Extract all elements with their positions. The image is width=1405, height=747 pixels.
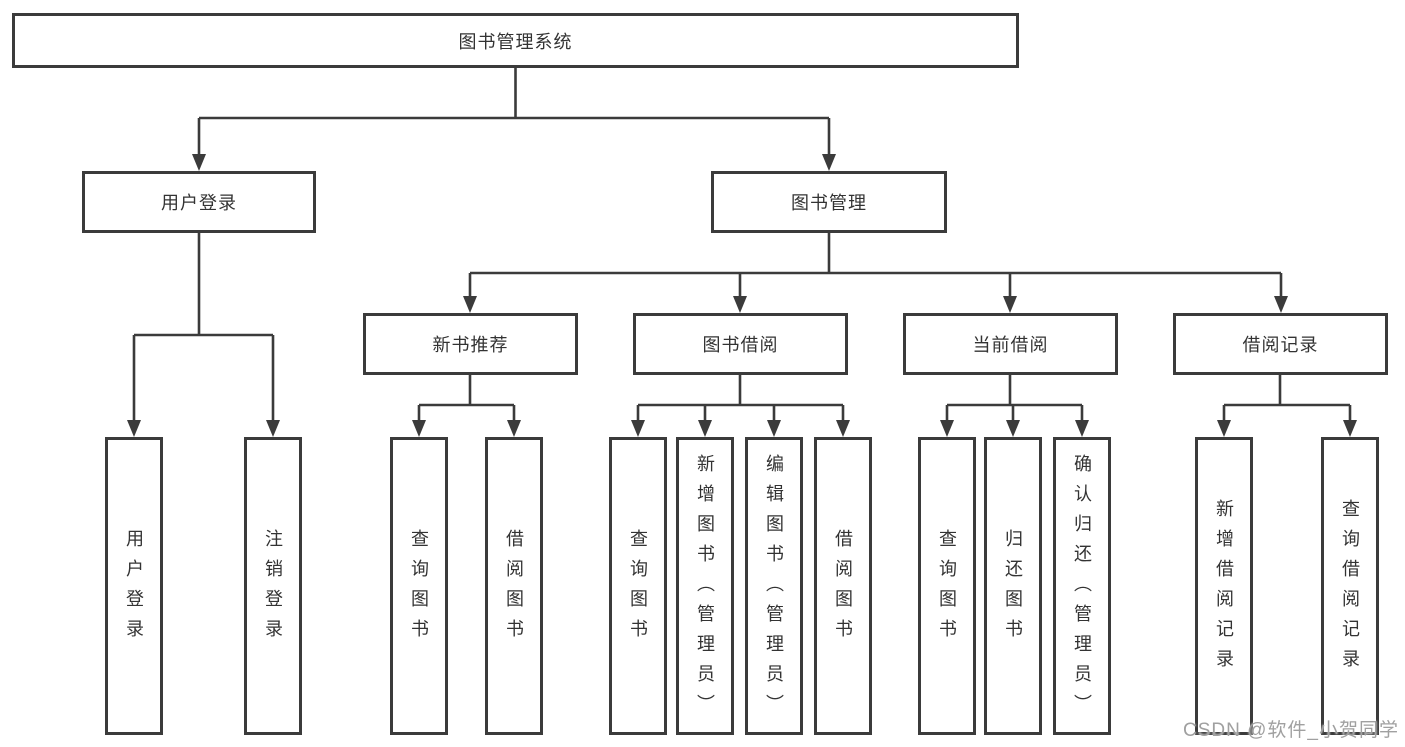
node-new-book-recommend: 新书推荐 <box>363 313 578 375</box>
leaf-query-books-current: 查询图书 <box>918 437 976 735</box>
node-current-borrow: 当前借阅 <box>903 313 1118 375</box>
node-user-login: 用户登录 <box>82 171 316 233</box>
node-root-system: 图书管理系统 <box>12 13 1019 68</box>
leaf-add-book-admin: 新增图书（管理员） <box>676 437 734 735</box>
leaf-add-borrow-record: 新增借阅记录 <box>1195 437 1253 735</box>
leaf-confirm-return-admin: 确认归还（管理员） <box>1053 437 1111 735</box>
leaf-query-borrow-record: 查询借阅记录 <box>1321 437 1379 735</box>
csdn-watermark: CSDN @软件_小贺同学 <box>1183 720 1399 741</box>
arrowheads <box>127 154 1357 437</box>
leaf-user-login: 用户登录 <box>105 437 163 735</box>
leaf-query-books-recommend: 查询图书 <box>390 437 448 735</box>
leaf-query-books-borrow: 查询图书 <box>609 437 667 735</box>
leaf-borrow-books: 借阅图书 <box>814 437 872 735</box>
leaf-borrow-books-recommend: 借阅图书 <box>485 437 543 735</box>
node-book-borrow: 图书借阅 <box>633 313 848 375</box>
leaf-return-book: 归还图书 <box>984 437 1042 735</box>
leaf-edit-book-admin: 编辑图书（管理员） <box>745 437 803 735</box>
node-borrow-records: 借阅记录 <box>1173 313 1388 375</box>
leaf-logout: 注销登录 <box>244 437 302 735</box>
node-book-management: 图书管理 <box>711 171 947 233</box>
